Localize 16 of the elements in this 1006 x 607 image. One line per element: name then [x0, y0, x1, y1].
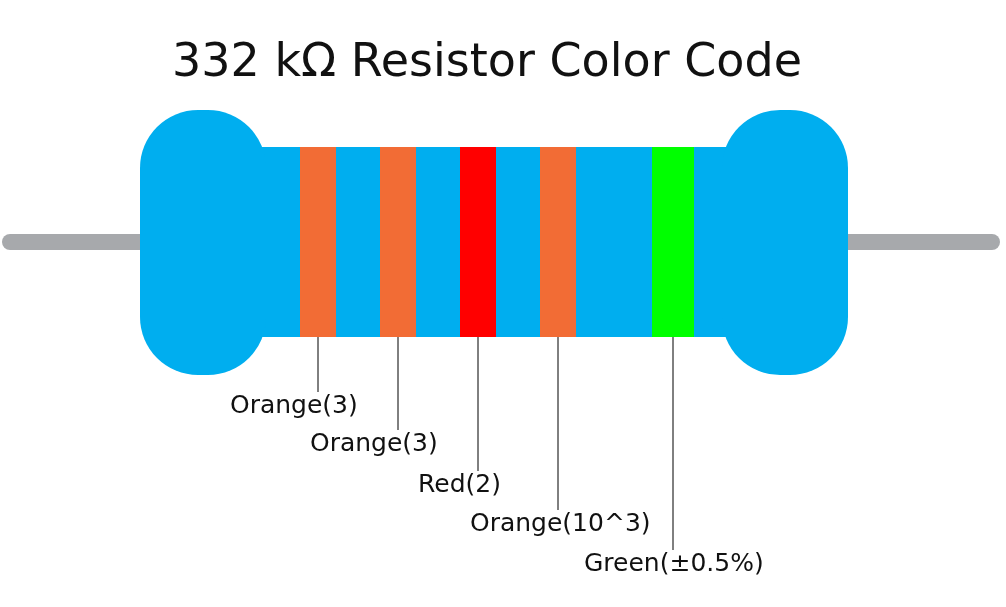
band-label: Red(2) [418, 469, 501, 499]
color-band [380, 147, 416, 337]
leader-line [557, 336, 559, 511]
leader-line [397, 336, 399, 431]
leader-line [672, 336, 674, 551]
color-band [652, 147, 694, 337]
color-band [540, 147, 576, 337]
leader-line [317, 336, 319, 393]
band-label: Orange(3) [310, 428, 438, 458]
band-label: Orange(10^3) [470, 508, 651, 538]
band-label: Orange(3) [230, 390, 358, 420]
band-label: Green(±0.5%) [584, 548, 764, 578]
color-band [460, 147, 496, 337]
color-band [300, 147, 336, 337]
title: 332 kΩ Resistor Color Code [171, 32, 803, 89]
leader-line [477, 336, 479, 472]
